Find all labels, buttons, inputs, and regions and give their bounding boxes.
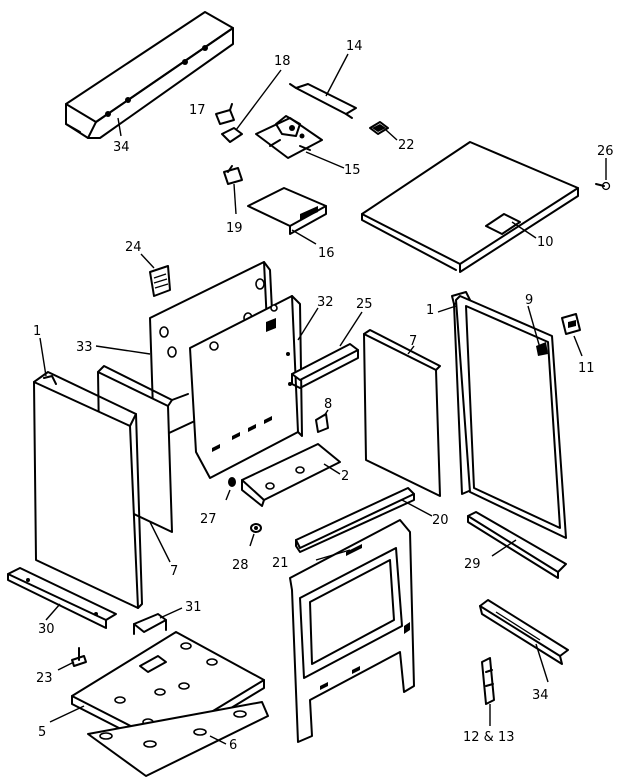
label-19: 19 [226,221,243,236]
label-1b: 1 [426,303,434,318]
label-6: 6 [229,738,237,753]
part-15-valve-assembly [255,115,323,159]
part-25-heat-shield [291,343,359,389]
label-32: 32 [317,295,334,310]
part-22-switch [369,121,389,135]
label-25: 25 [356,297,373,312]
part-29-rail [467,511,567,579]
label-22: 22 [398,138,415,153]
part-2-bracket [241,443,341,507]
label-15: 15 [344,163,361,178]
label-21: 21 [272,556,289,571]
label-33: 33 [76,340,93,355]
label-11: 11 [578,361,595,376]
part-9-right-side-panel [455,295,567,539]
label-7a: 7 [170,564,178,579]
label-1a: 1 [33,324,41,339]
part-31-bracket [133,613,167,635]
part-30-rail [7,567,117,629]
label-29: 29 [464,557,481,572]
label-28: 28 [232,558,249,573]
label-12-13: 12 & 13 [463,730,515,745]
label-14: 14 [346,39,363,54]
part-3-4-slide-rail [479,599,569,665]
part-1-left-side-panel [33,371,143,609]
part-16-control-bracket [247,187,327,235]
part-14-bracket [289,83,357,119]
label-10: 10 [537,235,554,250]
label-8: 8 [324,397,332,412]
part-21-front-frame [289,519,415,743]
label-30: 30 [38,622,55,637]
label-7b: 7 [409,334,417,349]
label-3-4: 34 [532,688,549,703]
part-17-clip [215,103,235,125]
part-34-top-rail [65,11,234,139]
part-10-top-panel [361,141,579,273]
part-26-screw [595,181,611,191]
label-5: 5 [38,725,46,740]
label-20: 20 [432,513,449,528]
label-31: 31 [185,600,202,615]
part-24-label-plate [149,265,171,297]
part-27-grommet [228,477,236,487]
part-7-right-inner-side-panel [363,329,441,497]
label-9: 9 [525,293,533,308]
part-18-grommet [221,127,243,143]
part-8-clip [315,413,329,433]
label-27: 27 [200,512,217,527]
label-34: 34 [113,140,130,155]
part-28-nut [250,523,262,533]
part-12-13-hinge [481,657,495,705]
part-20-front-trim [295,487,415,553]
part-6-bottom-plate [87,701,269,777]
label-18: 18 [274,54,291,69]
label-24: 24 [125,240,142,255]
part-11-bracket [561,313,581,335]
label-2: 2 [341,469,349,484]
part-32-inner-rear-panel [189,295,303,479]
label-17: 17 [189,103,206,118]
label-26: 26 [597,144,614,159]
label-23: 23 [36,671,53,686]
label-16: 16 [318,246,335,261]
part-19-clip [223,165,243,185]
part-23-leveling-foot [71,647,87,667]
